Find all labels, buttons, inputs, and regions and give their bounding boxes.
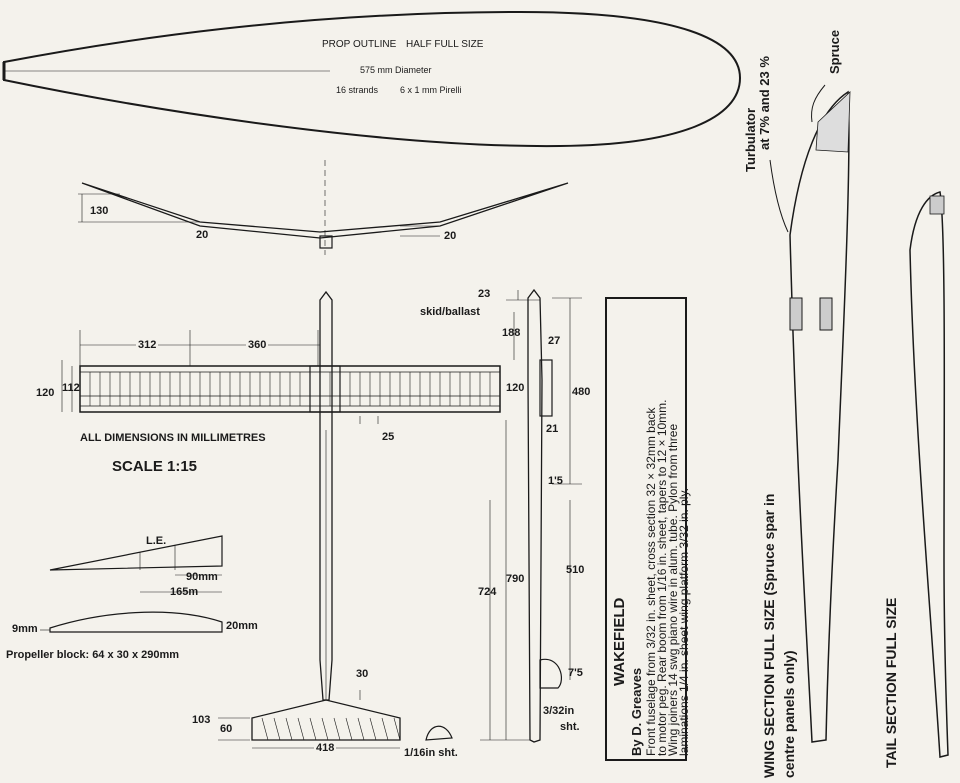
info-line-4: laminations 1/4 in. sheet wing platform …: [677, 488, 691, 756]
tail-rib: [357, 717, 365, 741]
side-dim-23: 23: [478, 288, 491, 300]
tail-dim-103: 103: [192, 714, 211, 726]
all-dimensions-note: ALL DIMENSIONS IN MILLIMETRES: [80, 432, 266, 444]
tailplane-plan: [251, 699, 401, 741]
prop-strands: 16 strands: [336, 85, 379, 95]
prop-block-dim-20: 20mm: [226, 620, 258, 632]
fuselage-side: [527, 288, 543, 743]
side-dim-790: 790: [506, 573, 525, 585]
tail-sheet-thickness: 1/16in sht.: [404, 747, 458, 759]
plan-dim-120: 120: [36, 387, 55, 399]
tail-rib: [393, 717, 401, 741]
plan-dim-312: 312: [136, 339, 159, 351]
wing-section-title: WING SECTION FULL SIZE (Spruce spar in: [761, 493, 777, 778]
tail-dim-418: 418: [314, 742, 337, 754]
prop-block-dim-9: 9mm: [12, 623, 38, 635]
tail-rib: [381, 717, 389, 741]
spruce-label: Spruce: [827, 29, 842, 74]
side-dim-510: 510: [566, 564, 585, 576]
side-dim-1-5: 1'5: [548, 475, 563, 487]
side-dim-724: 724: [478, 586, 497, 598]
prop-outline: [3, 10, 742, 148]
propeller-block-caption: Propeller block: 64 x 30 x 290mm: [6, 649, 180, 661]
side-sheet-word: sht.: [560, 721, 580, 733]
wing-section-title-2: centre panels only): [781, 650, 797, 778]
scale-label: SCALE 1:15: [112, 458, 198, 475]
tail-rib: [273, 717, 281, 741]
side-dim-188: 188: [502, 327, 521, 339]
plan-dim-360: 360: [246, 339, 269, 351]
side-dim-7-5: 7'5: [568, 667, 583, 679]
fuselage-plan: [319, 290, 333, 701]
info-author: By D. Greaves: [629, 667, 644, 756]
tail-section-outline: [909, 191, 949, 758]
front-dim-130: 130: [90, 205, 109, 217]
prop-title-right: HALF FULL SIZE: [406, 39, 484, 50]
turbulator-position: at 7% and 23 %: [757, 56, 772, 150]
tail-dim-30: 30: [356, 668, 369, 680]
prop-block-plan: [49, 535, 223, 571]
side-dim-27: 27: [548, 335, 561, 347]
tail-rib: [285, 717, 293, 741]
tail-rib: [369, 717, 377, 741]
info-box-frame: [605, 297, 687, 761]
info-title: WAKEFIELD: [611, 597, 628, 686]
prop-block-dim-165: 165m: [170, 586, 199, 598]
plan-dim-112: 112: [62, 382, 80, 394]
prop-block-le: L.E.: [146, 535, 167, 547]
prop-diameter: 575 mm Diameter: [360, 65, 432, 75]
tail-rib: [309, 717, 317, 741]
side-dim-120: 120: [506, 382, 525, 394]
tail-section-title: TAIL SECTION FULL SIZE: [883, 597, 899, 768]
side-dim-480: 480: [572, 386, 591, 398]
turbulator-label: Turbulator: [743, 107, 758, 172]
tail-rib: [345, 717, 353, 741]
prop-rubber: 6 x 1 mm Pirelli: [400, 85, 462, 95]
front-dim-20-right: 20: [444, 230, 457, 242]
side-sheet-thickness: 3/32in: [543, 705, 575, 717]
tail-rib: [321, 717, 329, 741]
skid-ballast-label: skid/ballast: [420, 306, 480, 318]
side-dim-21: 21: [546, 423, 559, 435]
front-view-wing: [81, 182, 569, 239]
tail-rib: [261, 717, 269, 741]
plan-dim-25: 25: [382, 431, 395, 443]
wing-section-outline: [789, 90, 850, 743]
tail-rib: [297, 717, 305, 741]
tail-rib: [333, 717, 341, 741]
plan-view-wing: [79, 365, 501, 413]
prop-title-left: PROP OUTLINE: [322, 39, 397, 50]
front-dim-20-left: 20: [196, 229, 209, 241]
tail-dim-60: 60: [220, 723, 233, 735]
prop-block-dim-90: 90mm: [186, 571, 218, 583]
prop-block-side: [49, 611, 223, 633]
